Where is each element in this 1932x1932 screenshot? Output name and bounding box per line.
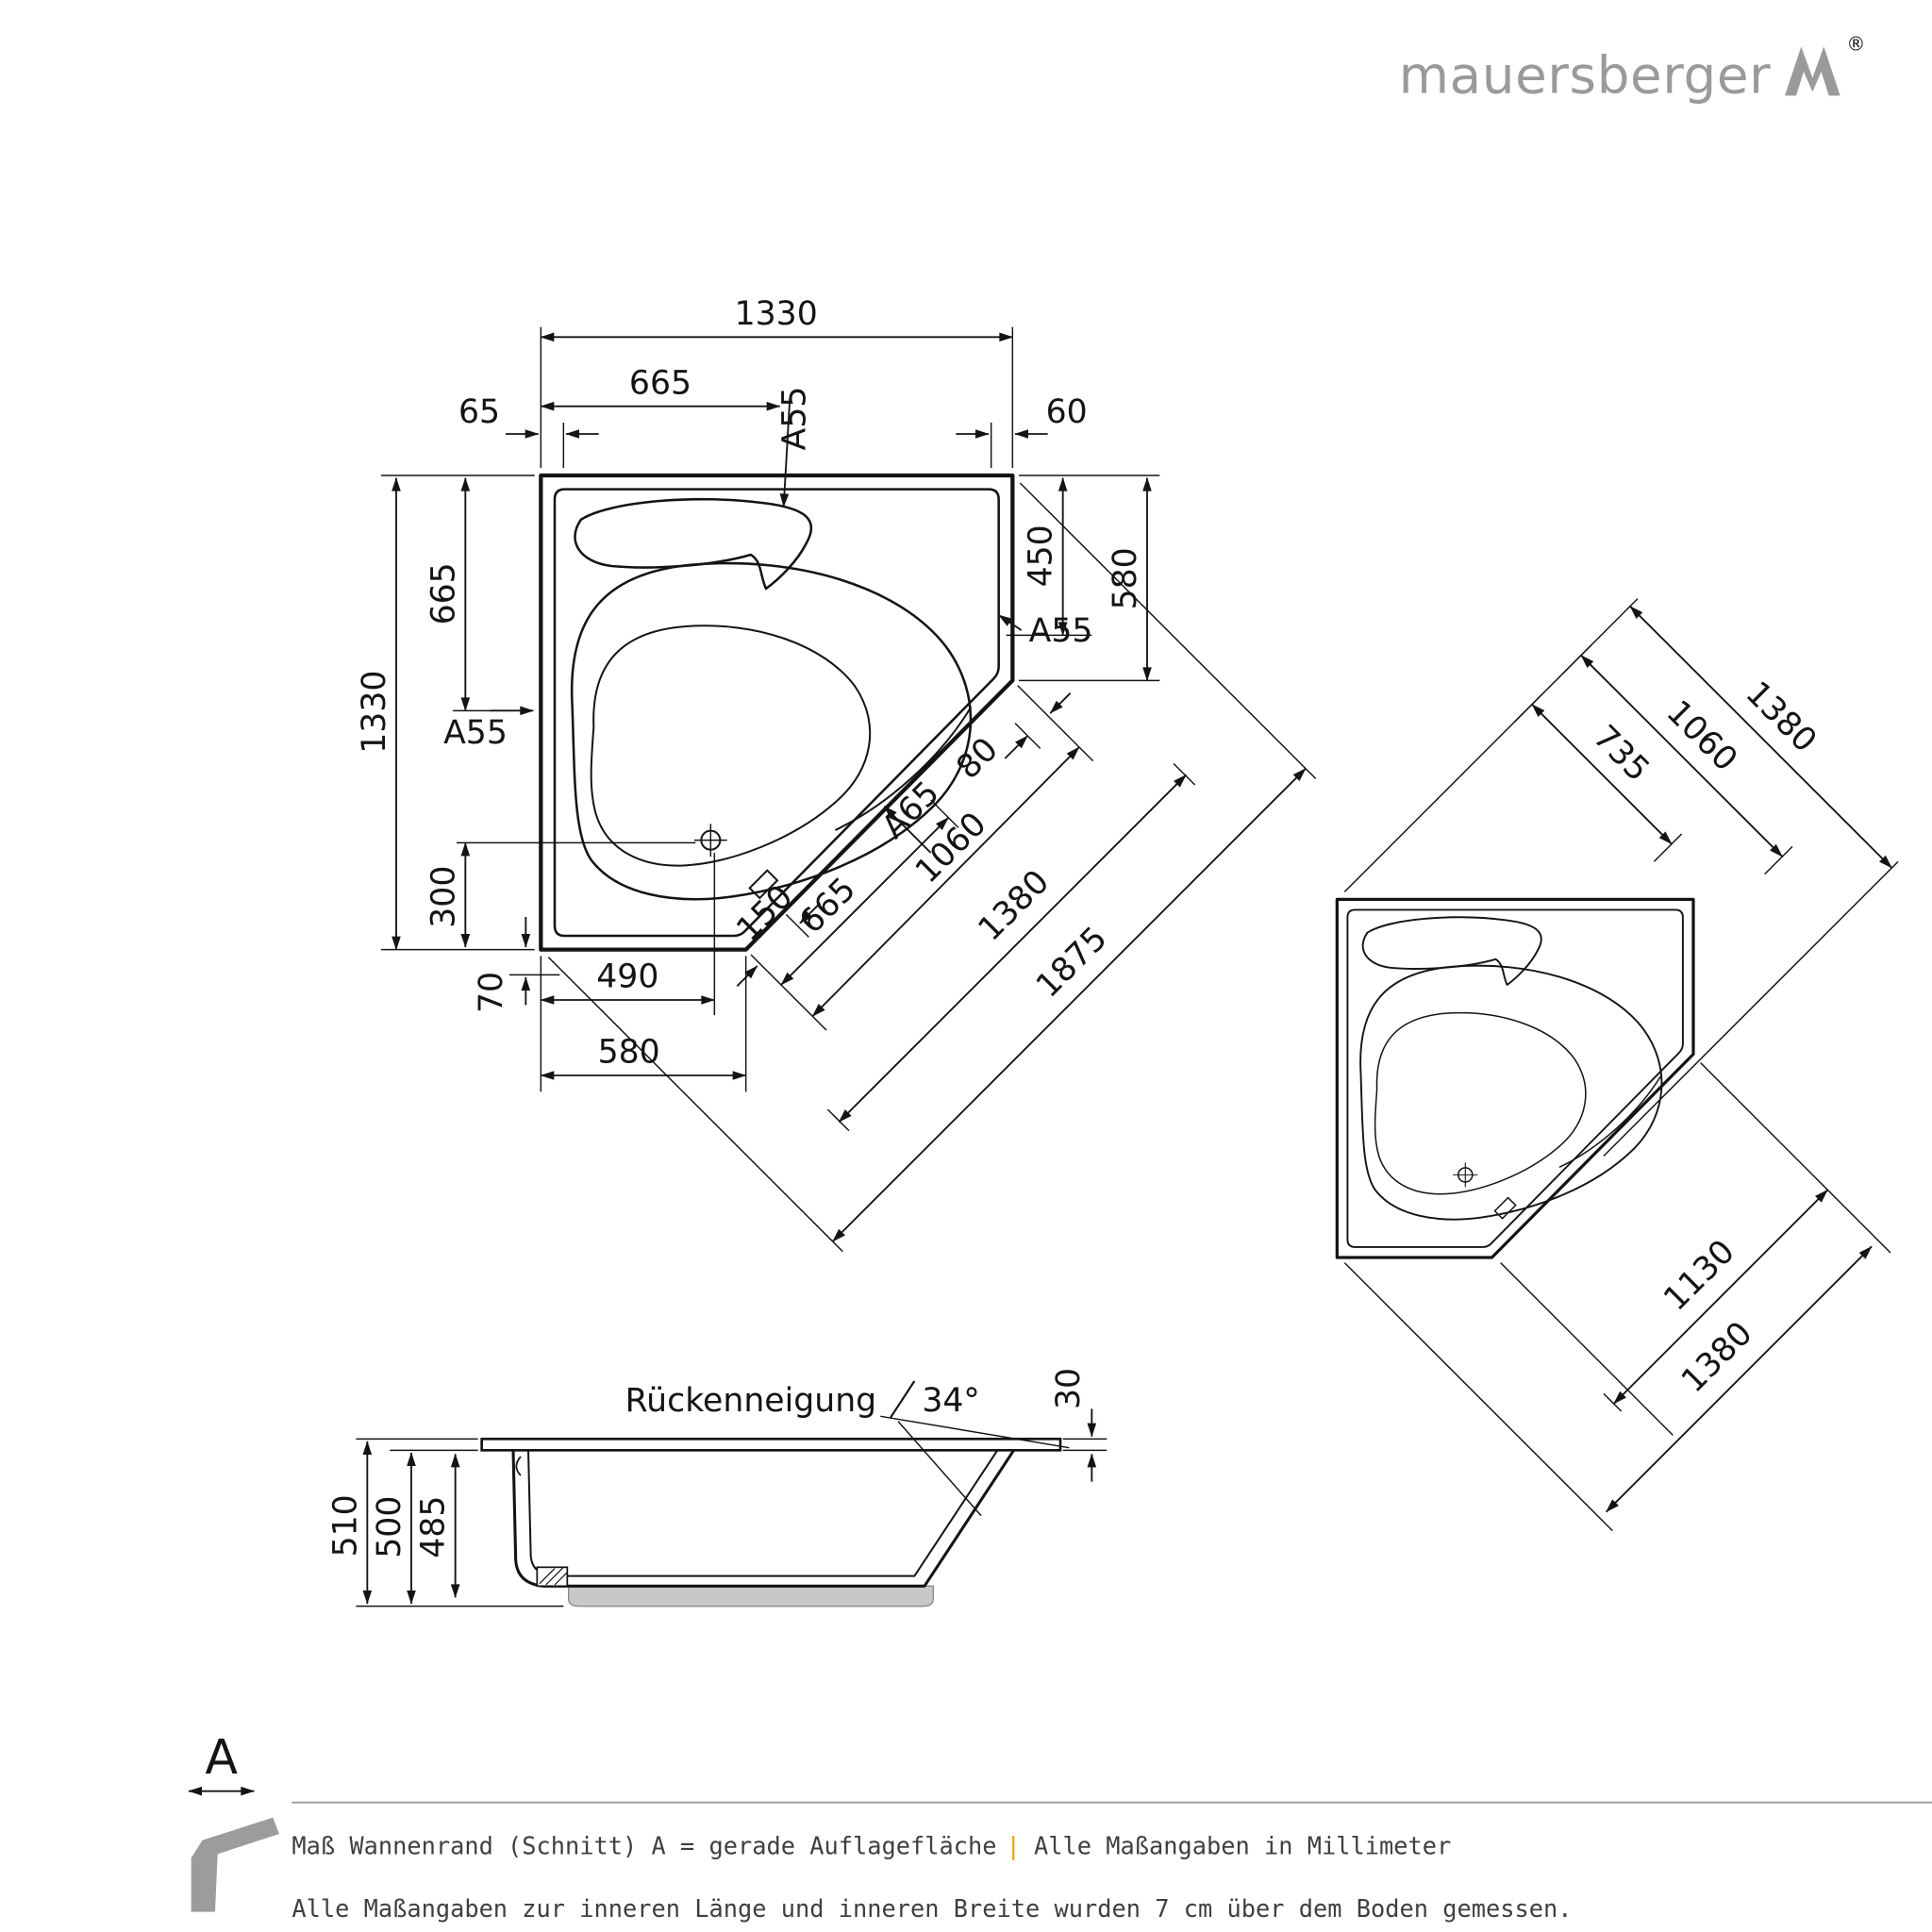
drain-trap-detail (515, 1456, 569, 1588)
bathtub-plan-small (1335, 897, 1695, 1259)
plan-dimension-lines (391, 332, 1307, 1242)
dim-diag-80: 80 (949, 730, 1005, 786)
rim-section (480, 1438, 1062, 1452)
dim-inner-1130: 1130 (1657, 1233, 1742, 1319)
tub-inner-rim (553, 488, 1000, 938)
back-slope-label: Rückenneigung (625, 1382, 877, 1420)
dim-diag-1875: 1875 (1029, 920, 1115, 1006)
dim-rim-30: 30 (1050, 1368, 1088, 1409)
dim-offset-right: 60 (1046, 393, 1088, 431)
dim-fitting-right: A55 (1029, 612, 1093, 650)
dim-drain-y: 300 (425, 866, 462, 928)
dim-height-total: 1330 (356, 671, 393, 754)
dim-h-485: 485 (415, 1496, 453, 1558)
rim-profile-icon (191, 1817, 279, 1912)
section-extension-lines (356, 1415, 1108, 1607)
section-dimension-lines (362, 1408, 1097, 1605)
registered-mark: ® (1846, 32, 1865, 55)
back-slope-callout: Rückenneigung 34° (625, 1380, 980, 1420)
back-slope-angle: 34° (922, 1382, 979, 1420)
legend-note1b: Alle Maßangaben in Millimeter (1034, 1831, 1451, 1859)
dim-fitting-top: A55 (775, 387, 813, 451)
dim-right-edge: 580 (1107, 547, 1144, 609)
dim-h-500: 500 (371, 1496, 408, 1558)
tub-base-pad (568, 1585, 934, 1607)
legend-note1a: Maß Wannenrand (Schnitt) A = gerade Aufl… (291, 1831, 996, 1859)
dim-bottom-1380: 1380 (1674, 1315, 1760, 1401)
brand-logo: mauersberger ® (1399, 32, 1866, 105)
dim-drain-edge: 70 (473, 972, 510, 1013)
dim-inner-735: 735 (1586, 718, 1657, 789)
dim-inner-1060: 1060 (1658, 693, 1744, 779)
dim-right-depth: 450 (1023, 525, 1060, 587)
dim-left-half: 665 (425, 562, 462, 625)
headrest-contour (574, 497, 813, 591)
legend-separator: | (1007, 1831, 1021, 1859)
tub-body-inner (527, 1449, 999, 1577)
inner-dimension-lines (1531, 606, 1892, 1513)
bathtub-plan-shape (539, 473, 1015, 952)
dim-bottom-edge: 580 (598, 1034, 660, 1072)
dim-fitting-left: A55 (443, 714, 508, 752)
tub-body-outer (511, 1449, 1015, 1588)
inner-dimension-view: 1380 1060 735 1130 1380 (1335, 598, 1899, 1532)
angle-icon (890, 1380, 916, 1419)
dim-drain-x: 490 (596, 958, 658, 996)
dim-h-510: 510 (326, 1494, 364, 1557)
dim-offset-left: 65 (458, 393, 500, 431)
dim-width-total: 1330 (735, 295, 818, 333)
brand-name: mauersberger (1399, 45, 1772, 106)
overflow-mark (748, 869, 779, 900)
dim-outer-diag: 1380 (1738, 675, 1824, 760)
dim-width-half: 665 (629, 364, 691, 402)
plan-extension-lines (381, 326, 1317, 1253)
section-view: Rückenneigung 34° 30 510 500 485 (326, 1368, 1108, 1607)
legend-note2: Alle Maßangaben zur inneren Länge und in… (291, 1894, 1572, 1923)
section-letter: A (205, 1729, 238, 1785)
mauersberger-m-icon (1785, 46, 1840, 96)
dim-diag-1380: 1380 (972, 863, 1058, 949)
plan-view: 1330 665 65 60 A55 450 580 A55 665 1330 … (356, 295, 1317, 1253)
footer-legend: A Maß Wannenrand (Schnitt) A = gerade Au… (188, 1729, 1932, 1923)
section-dimension-labels: 30 510 500 485 (326, 1368, 1088, 1558)
drain-icon (694, 824, 727, 857)
